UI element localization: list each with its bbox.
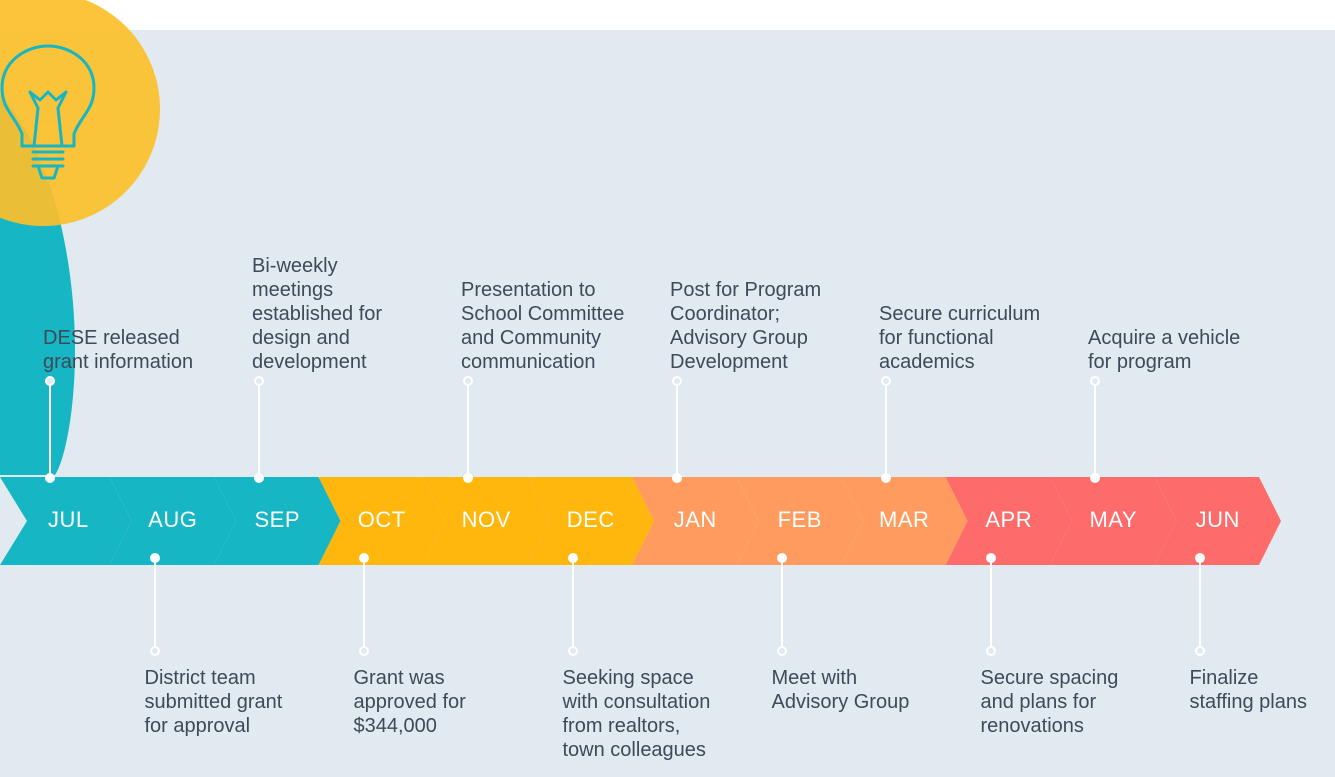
connector-dot-jan [672,473,682,483]
month-label-jul: JUL [47,507,89,532]
month-arrow-apr [945,477,1072,565]
event-caption-jan: Post for Program Coordinator; Advisory G… [670,279,822,373]
timeline-canvas [0,30,1335,777]
connector-dot-nov [463,473,473,483]
connector-open-dot-nov [463,376,473,386]
connector-open-dot-jul [45,376,55,386]
connector-open-dot-dec [567,646,578,656]
connector-line-mar [885,381,887,478]
connector-line-may [1094,381,1096,478]
event-caption-apr: Secure spacing and plans for renovations [980,667,1119,737]
connector-line-jun [1198,558,1201,648]
month-label-oct: OCT [357,507,406,532]
month-label-mar: MAR [879,507,930,532]
connector-open-dot-may [1090,376,1100,386]
connector-line-jul [49,381,51,478]
connector-dot-sep [254,473,264,483]
month-arrow-dec [527,477,654,565]
event-caption-feb: Meet with Advisory Group [771,667,910,713]
month-label-may: MAY [1089,507,1138,532]
connector-open-dot-aug [149,646,160,656]
month-arrow-oct [318,477,445,565]
month-label-sep: SEP [254,507,301,532]
month-label-jun: JUN [1195,507,1240,532]
connector-line-aug [153,558,156,648]
connector-open-dot-mar [881,376,891,386]
month-label-apr: APR [985,507,1033,532]
event-caption-nov: Presentation to School Committee and Com… [461,279,625,373]
connector-dot-jul [45,473,55,483]
connector-line-feb [780,558,783,648]
month-arrow-jun [1154,477,1281,565]
month-arrow-mar [841,477,968,565]
connector-line-sep [258,381,260,478]
month-label-aug: AUG [148,507,198,532]
month-label-nov: NOV [461,507,511,532]
month-arrow-sep [214,477,341,565]
connector-line-jan [676,381,678,478]
event-caption-sep: Bi-weekly meetings established for desig… [252,255,383,373]
month-arrow-aug [109,477,236,565]
connector-open-dot-jan [672,376,682,386]
connector-open-dot-sep [254,376,264,386]
event-caption-aug: District team submitted grant for approv… [144,667,283,737]
event-caption-may: Acquire a vehicle for program [1088,327,1241,373]
connector-line-apr [989,558,992,648]
event-caption-dec: Seeking space with consultation from rea… [562,667,711,761]
connector-line-dec [571,558,574,648]
month-label-dec: DEC [566,507,615,532]
month-arrow-nov [423,477,550,565]
event-caption-mar: Secure curriculum for functional academi… [879,303,1041,373]
connector-open-dot-oct [358,646,369,656]
connector-dot-mar [881,473,891,483]
event-caption-jun: Finalize staffing plans [1189,667,1308,713]
month-arrow-jul [0,477,132,565]
connector-open-dot-feb [776,646,787,656]
month-label-feb: FEB [777,507,822,532]
month-label-jan: JAN [673,507,717,532]
connector-open-dot-apr [985,646,996,656]
event-caption-oct: Grant was approved for $344,000 [353,667,466,737]
month-arrow-may [1050,477,1177,565]
month-arrow-feb [736,477,863,565]
connector-open-dot-jun [1194,646,1205,656]
month-arrow-jan [632,477,759,565]
connector-line-nov [467,381,469,478]
connector-dot-may [1090,473,1100,483]
event-caption-jul: DESE released grant information [43,327,194,373]
connector-line-oct [362,558,365,648]
